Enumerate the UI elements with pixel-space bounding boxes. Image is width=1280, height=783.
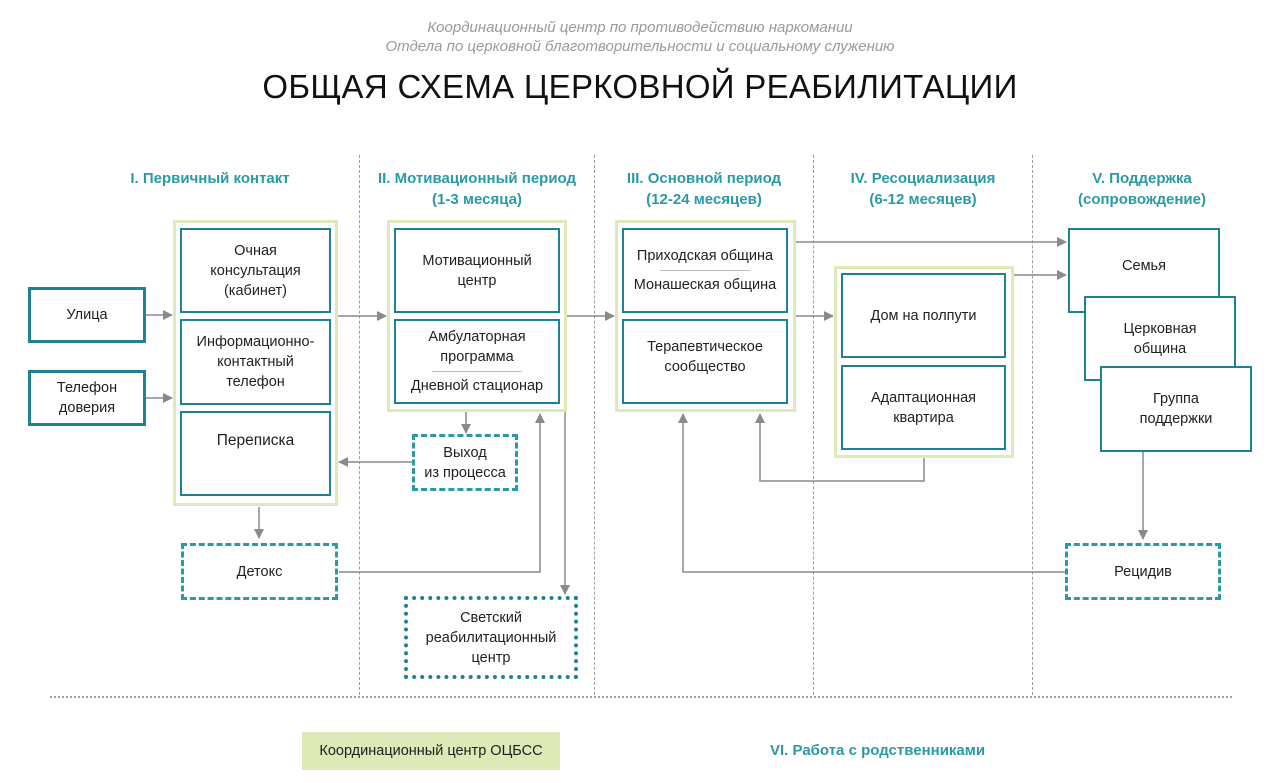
adaptation-flat-box: Адаптационная квартира [841, 365, 1006, 450]
org-line-2: Отдела по церковной благотворительности … [385, 38, 895, 55]
info-phone-box: Информационно- контактный телефон [180, 319, 331, 405]
column-divider [594, 155, 595, 695]
outpatient-label: Амбулаторная программа [428, 329, 526, 365]
org-line-1: Координационный центр по противодействию… [427, 19, 853, 36]
monastic-community-label: Монашеская община [633, 277, 777, 293]
secular-rehab-center-box: Светский реабилитационный центр [404, 596, 578, 679]
correspondence-box: Переписка [180, 411, 331, 496]
motivation-center-box: Мотивационный центр [394, 228, 560, 313]
phase-5-subtitle: (сопровождение) [1078, 191, 1206, 208]
phase-1-title: I. Первичный контакт [130, 170, 290, 187]
detox-box: Детокс [181, 543, 338, 600]
relatives-work-heading: VI. Работа с родственниками [770, 742, 986, 759]
phase-4-title: IV. Ресоциализация [850, 170, 996, 187]
halfway-house-box: Дом на полпути [841, 273, 1006, 358]
therapeutic-community-box: Терапевтическое сообщество [622, 319, 788, 404]
day-hospital-label: Дневной стационар [410, 378, 544, 394]
parish-community-label: Приходская община [636, 248, 774, 264]
community-box: Приходская община Монашеская община [622, 228, 788, 313]
phase-4-duration: (6-12 месяцев) [869, 191, 977, 208]
column-divider [813, 155, 814, 695]
arrow-resocialization-to-main [755, 413, 925, 482]
outpatient-box: Амбулаторная программа Дневной стационар [394, 319, 560, 404]
divider [660, 270, 750, 271]
phase-5-title: V. Поддержка [1092, 170, 1192, 187]
page-title: ОБЩАЯ СХЕМА ЦЕРКОВНОЙ РЕАБИЛИТАЦИИ [262, 68, 1018, 105]
support-group-box: Группа поддержки [1100, 366, 1252, 452]
phase-2-heading: II. Мотивационный период (1-3 месяца) [360, 168, 594, 210]
coordination-center-label: Координационный центр ОЦБСС [302, 732, 560, 770]
hotline-box: Телефон доверия [28, 370, 146, 426]
phase-4-heading: IV. Ресоциализация (6-12 месяцев) [814, 168, 1032, 210]
phase-3-duration: (12-24 месяцев) [646, 191, 762, 208]
phase-2-title: II. Мотивационный период [377, 170, 577, 187]
exit-process-box: Выход из процесса [412, 434, 518, 491]
arrow-detox-to-motivation [339, 413, 545, 573]
phase-5-heading: V. Поддержка (сопровождение) [1033, 168, 1251, 210]
column-divider [359, 155, 360, 695]
phase-2-duration: (1-3 месяца) [432, 191, 522, 208]
divider [432, 371, 522, 372]
arrow-relapse-to-main [678, 413, 1065, 573]
column-divider [1032, 155, 1033, 695]
street-box: Улица [28, 287, 146, 343]
relapse-box: Рецидив [1065, 543, 1221, 600]
phase-3-heading: III. Основной период (12-24 месяцев) [595, 168, 813, 210]
in-person-consultation-box: Очная консультация (кабинет) [180, 228, 331, 313]
section-divider [50, 696, 1232, 698]
phase-1-heading: I. Первичный контакт [100, 168, 320, 189]
phase-3-title: III. Основной период [626, 170, 782, 187]
